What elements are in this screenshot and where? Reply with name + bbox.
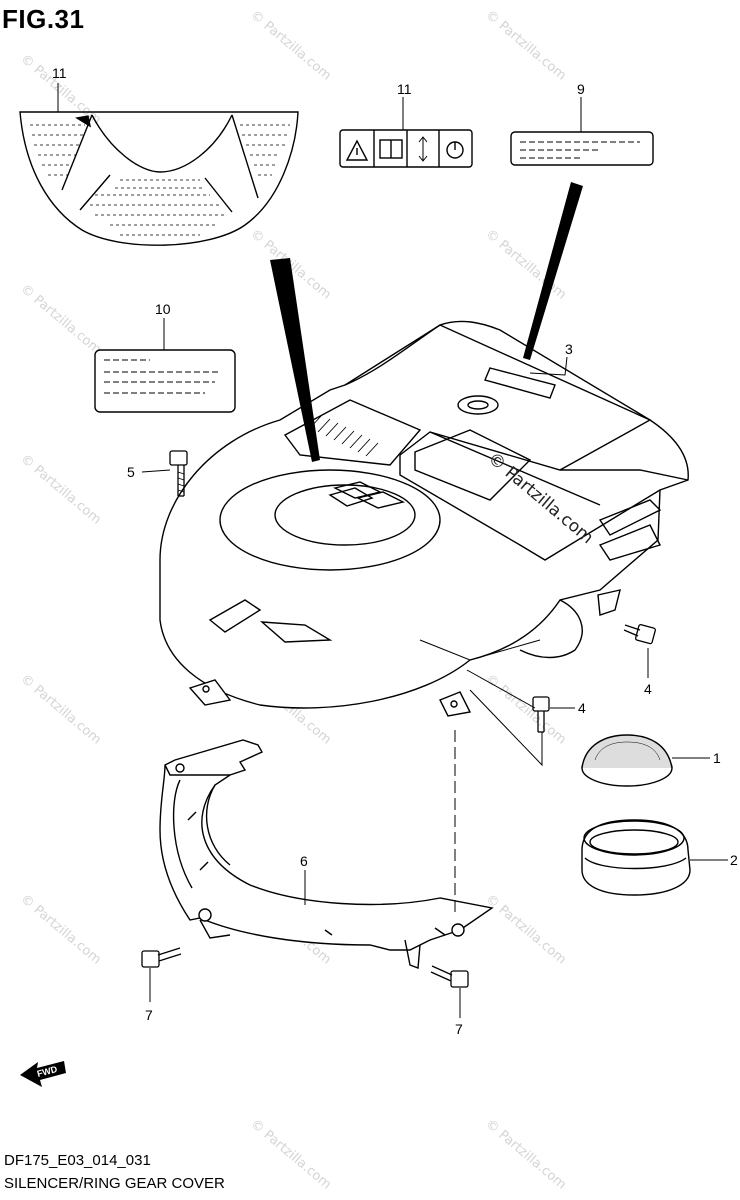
watermark: © Partzilla.com — [247, 8, 333, 84]
screen-part — [581, 734, 673, 787]
bolt-4-right — [623, 624, 656, 645]
silencer-cover-part — [159, 320, 689, 717]
sound-pad-part — [19, 111, 299, 246]
watermark: © Partzilla.com — [17, 282, 103, 358]
callout-labels: 11 11 9 10 3 5 4 4 1 2 6 7 7 — [52, 65, 738, 1037]
watermark: © Partzilla.com — [17, 892, 103, 968]
grommet-part — [581, 819, 691, 896]
callout-1: 1 — [713, 750, 721, 766]
watermark: © Partzilla.com — [482, 1117, 568, 1193]
label-part-9 — [510, 131, 654, 166]
callout-11: 11 — [397, 81, 412, 97]
ring-gear-cover-part — [159, 739, 494, 969]
watermark: © Partzilla.com — [482, 672, 568, 748]
watermark: © Partzilla.com — [247, 1117, 333, 1193]
bolt-7-left — [141, 947, 182, 968]
diagram-caption: SILENCER/RING GEAR COVER — [4, 1175, 225, 1192]
figure-title: FIG.31 — [2, 4, 85, 34]
label-part-10 — [94, 349, 236, 413]
callout-7-left: 7 — [145, 1007, 153, 1023]
leader-lines — [57, 83, 728, 1018]
callout-8: 11 — [52, 65, 67, 81]
watermark: © Partzilla.com — [17, 672, 103, 748]
callout-7-right: 7 — [455, 1021, 463, 1037]
callout-2: 2 — [730, 852, 738, 868]
bolt-7-right — [430, 965, 469, 988]
callout-6: 6 — [300, 853, 308, 869]
bolt-4-center — [532, 696, 550, 733]
callout-4-right: 4 — [644, 681, 652, 697]
callout-9: 9 — [577, 81, 585, 97]
watermark: © Partzilla.com — [482, 8, 568, 84]
fwd-arrow-icon: FWD — [20, 1061, 66, 1087]
callout-3: 3 — [565, 341, 573, 357]
caution-label-part — [339, 129, 473, 168]
pointer-arrows — [270, 182, 583, 462]
callout-10: 10 — [155, 301, 171, 317]
watermark: © Partzilla.com — [17, 452, 103, 528]
bolt-5 — [169, 450, 188, 497]
callout-5: 5 — [127, 464, 135, 480]
watermark: © Partzilla.com — [482, 892, 568, 968]
diagram-code: DF175_E03_014_031 — [4, 1152, 151, 1169]
callout-4-center: 4 — [578, 700, 586, 716]
